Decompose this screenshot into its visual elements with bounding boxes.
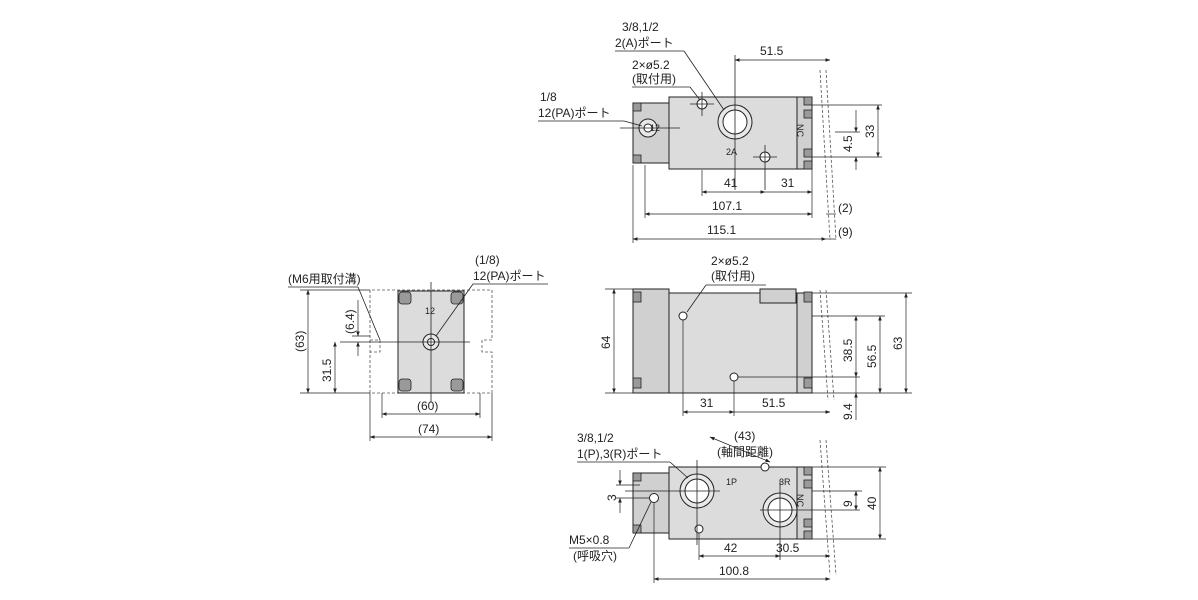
dim-115-1: 115.1 (707, 223, 736, 237)
axis-dist-label: (43) (734, 429, 755, 443)
screw-icon (803, 479, 813, 489)
dim-74: (74) (418, 422, 439, 436)
screw-icon (803, 148, 813, 158)
screw-icon (803, 291, 813, 303)
nc-label: NC (795, 124, 805, 137)
screw-icon (803, 160, 813, 170)
groove-outline (370, 339, 381, 353)
nc-label: NC (795, 494, 805, 507)
screw-icon (632, 524, 642, 534)
screw-icon (803, 466, 813, 476)
mount-holes-label: 2×ø5.2 (711, 254, 749, 268)
screw-icon (632, 291, 642, 303)
dim-107-1: 107.1 (712, 199, 742, 213)
port2-name-label: 2(A)ポート (615, 36, 674, 50)
front-end-cap-left (632, 288, 670, 394)
bottom-end-cap-left (632, 472, 670, 534)
port-2a-label: 2A (726, 147, 737, 157)
axis-dist-note: (軸間距離) (717, 445, 773, 459)
screw-icon (632, 102, 642, 112)
port-name-label: 1(P),3(R)ポート (577, 447, 662, 461)
dim-40: 40 (865, 496, 879, 510)
screw-icon (632, 377, 642, 389)
port-size-label: 3/8,1/2 (577, 431, 614, 445)
screw-icon (632, 472, 642, 482)
top-view: 12 2A NC 3/8,1/2 2(A)ポート 2×ø5.2 (取付用) 1/… (538, 20, 882, 243)
exhaust-note: (呼吸穴) (573, 548, 617, 563)
dim-31: 31 (781, 176, 795, 190)
dim-9-4: 9.4 (841, 403, 855, 420)
port-12-label: 12 (650, 123, 660, 133)
mount-hole-icon (694, 524, 704, 534)
mount-holes-note: (取付用) (711, 269, 755, 283)
break-line (825, 439, 837, 576)
break-line (819, 439, 831, 576)
dim-4-5: 4.5 (841, 135, 855, 152)
exhaust-hole-icon (649, 493, 659, 503)
screw-icon (450, 378, 464, 392)
bottom-view: 1P 3R NC 3/8,1/2 1(P),3(R)ポート (43) (軸間距離… (569, 429, 886, 583)
dim-2: (2) (838, 201, 853, 215)
dim-33: 33 (863, 124, 877, 138)
port12-name-label: 12(PA)ポート (473, 269, 545, 283)
break-line (825, 69, 837, 241)
dim-63: (63) (293, 331, 307, 352)
dim-30-5: 30.5 (776, 541, 800, 555)
screw-icon (632, 154, 642, 164)
screw-icon (803, 530, 813, 540)
front-view: 2×ø5.2 (取付用) 64 31 51.5 38.5 56.5 63 9.4 (599, 254, 912, 420)
dim-60: (60) (417, 399, 438, 413)
break-line (819, 69, 831, 241)
screw-icon (398, 291, 412, 305)
port12-size-label: (1/8) (475, 253, 500, 267)
port2-size-label: 3/8,1/2 (622, 20, 659, 34)
exhaust-label: M5×0.8 (569, 533, 610, 547)
bracket-outline (369, 289, 493, 394)
screw-icon (803, 96, 813, 106)
dim-63: 63 (891, 336, 905, 350)
screw-icon (803, 377, 813, 389)
mount-holes-note: (取付用) (632, 72, 676, 86)
dim-31: 31 (700, 396, 714, 410)
mount-hole-icon (729, 372, 739, 382)
dim-38-5: 38.5 (841, 338, 855, 362)
dim-41: 41 (724, 176, 738, 190)
break-line (819, 289, 829, 401)
port12-size-label: 1/8 (540, 90, 557, 104)
dim-100-8: 100.8 (719, 564, 749, 578)
port-1p-label: 1P (726, 477, 737, 487)
dim-9: (9) (838, 225, 853, 239)
dim-56-5: 56.5 (865, 344, 879, 368)
screw-icon (803, 518, 813, 528)
side-view: 12 (M6用取付溝) (1/8) 12(PA)ポート (63) 31.5 (6… (288, 253, 548, 441)
screw-icon (450, 291, 464, 305)
port-3r-label: 3R (779, 477, 791, 487)
dim-51-5: 51.5 (762, 396, 786, 410)
dim-64: 64 (599, 335, 613, 349)
groove-label: (M6用取付溝) (288, 272, 361, 286)
front-valve-body (668, 292, 813, 394)
dim-51-5: 51.5 (760, 44, 784, 58)
screw-icon (398, 378, 412, 392)
dim-3: 3 (605, 494, 619, 501)
dim-42: 42 (724, 541, 738, 555)
mount-holes-label: 2×ø5.2 (632, 58, 670, 72)
dim-31-5: 31.5 (320, 358, 334, 382)
dim-9: 9 (841, 500, 855, 507)
front-top-boss (759, 288, 797, 304)
port-12-label: 12 (425, 306, 435, 316)
screw-icon (803, 109, 813, 119)
dim-6-4: (6.4) (343, 309, 357, 334)
mount-hole-icon (678, 311, 688, 321)
port12-name-label: 12(PA)ポート (538, 106, 610, 120)
break-line (825, 289, 835, 401)
mount-hole-icon (760, 462, 770, 472)
